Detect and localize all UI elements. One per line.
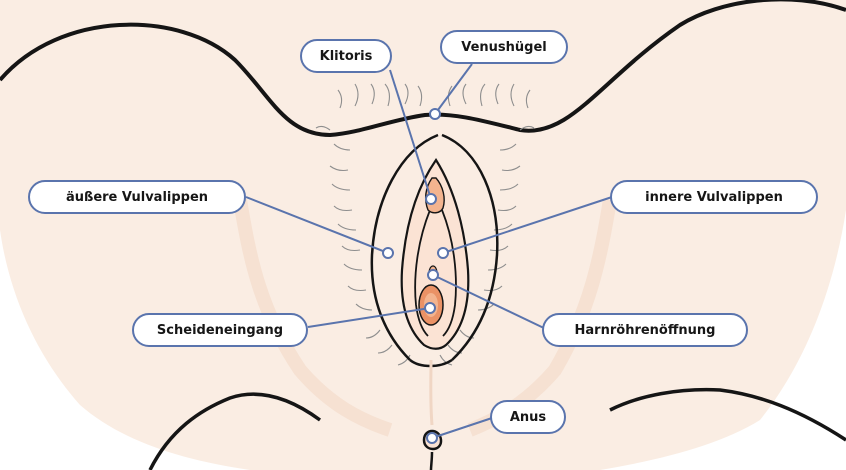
label-klitoris: Klitoris (300, 39, 392, 73)
dot-anus (427, 433, 437, 443)
label-venushuegel: Venushügel (440, 30, 568, 64)
label-aeussere-vulvalippen: äußere Vulvalippen (28, 180, 246, 214)
perineum-line (431, 360, 432, 425)
label-scheideneingang: Scheideneingang (132, 313, 308, 347)
dot-klitoris (426, 194, 436, 204)
gluteal-cleft (431, 452, 432, 470)
dot-venushuegel (430, 109, 440, 119)
label-harnroehrenoeffnung: Harnröhrenöffnung (542, 313, 748, 347)
label-innere-vulvalippen: innere Vulvalippen (610, 180, 818, 214)
label-anus: Anus (490, 400, 566, 434)
dot-innere-vulvalippen (438, 248, 448, 258)
dot-harnroehrenoeffnung (428, 270, 438, 280)
dot-aeussere-vulvalippen (383, 248, 393, 258)
dot-scheideneingang (425, 303, 435, 313)
